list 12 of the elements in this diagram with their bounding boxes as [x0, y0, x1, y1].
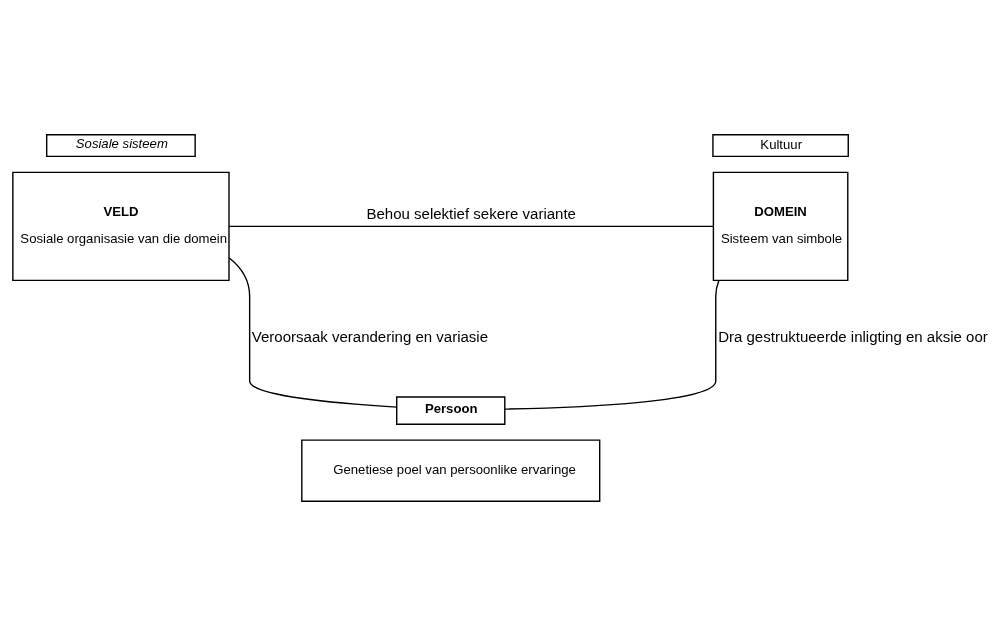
connector [504, 279, 720, 410]
edge-label: Veroorsaak verandering en variasie [251, 327, 489, 345]
edge-label: Behou selektief sekere variante [366, 204, 576, 222]
connector [228, 225, 714, 227]
node-box: DOMEIN Sisteem van simbole [712, 171, 849, 281]
node-box: Kultuur [712, 133, 849, 157]
node-box: VELD Sosiale organisasie van die domein [12, 171, 230, 281]
connector [228, 256, 398, 408]
node-box: Persoon [396, 395, 506, 425]
node-box: Genetiese poel van persoonlike ervaringe [301, 438, 601, 502]
node-box: Sosiale sisteem [46, 133, 196, 157]
edge-label: Dra gestruktueerde inligting en aksie oor [718, 327, 988, 345]
